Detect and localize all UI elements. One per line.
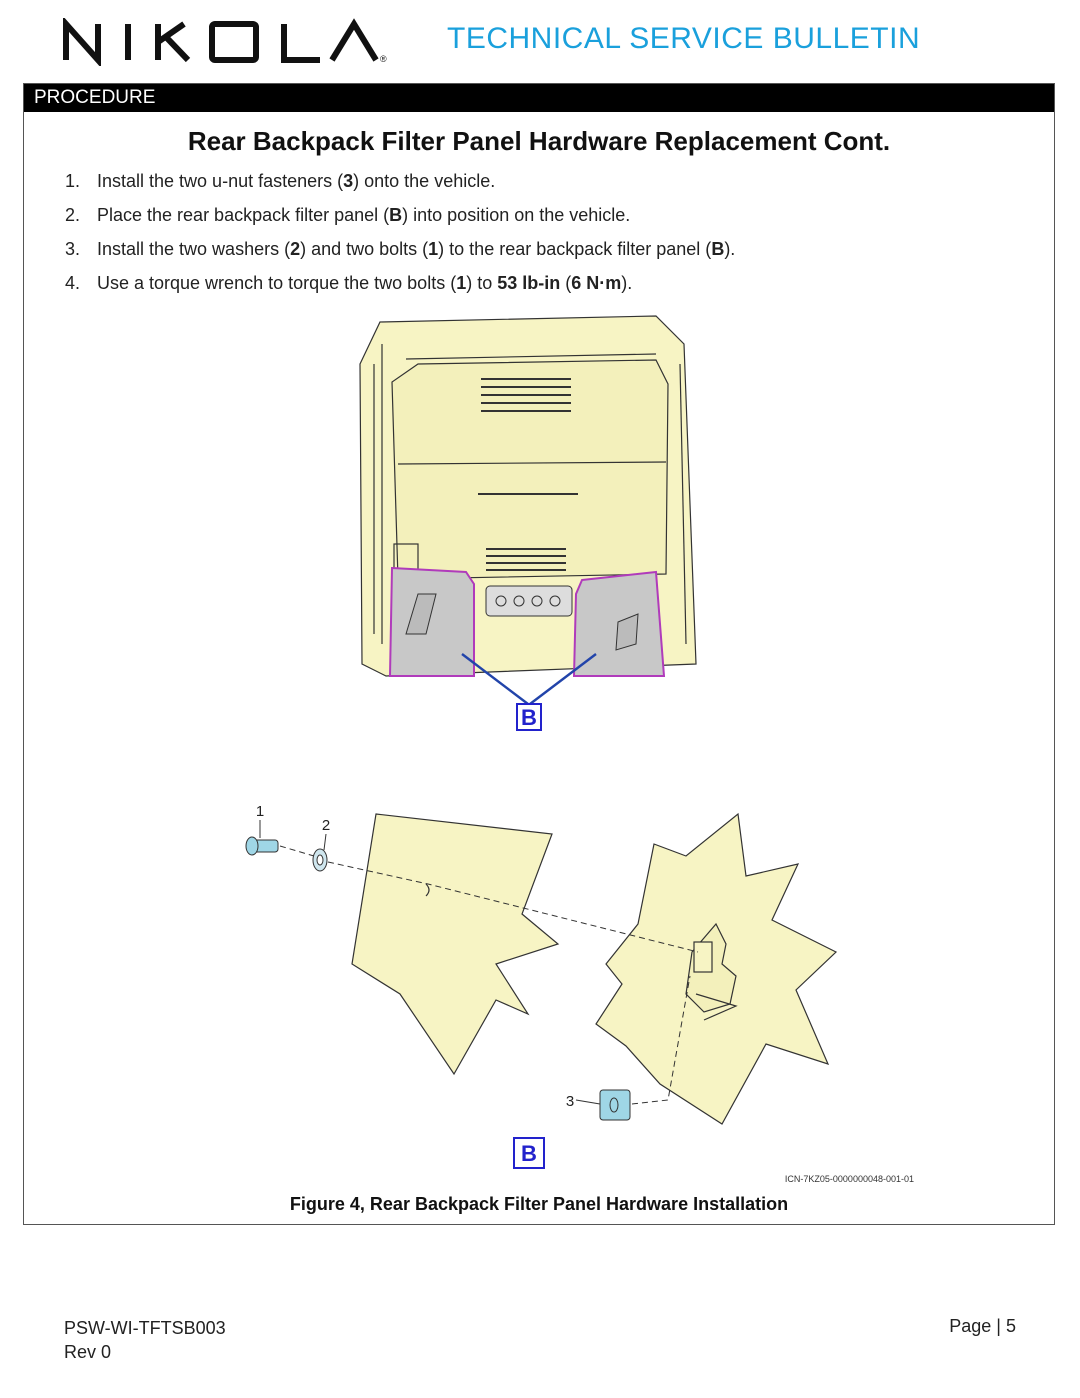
- icn-number: ICN-7KZ05-0000000048-001-01: [785, 1174, 914, 1184]
- svg-text:®: ®: [380, 54, 387, 64]
- footer-doc-info: PSW-WI-TFTSB003 Rev 0: [64, 1316, 226, 1364]
- panel-exploded-left: [351, 813, 560, 1076]
- callout-b-box-bottom: [513, 1137, 545, 1169]
- step-number: 4.: [65, 273, 81, 293]
- installation-paths: [279, 845, 699, 1105]
- page-number: Page | 5: [949, 1316, 1016, 1336]
- page-title: Rear Backpack Filter Panel Hardware Repl…: [187, 126, 891, 156]
- procedure-frame: PROCEDURE Rear Backpack Filter Panel Har…: [23, 83, 1055, 1225]
- callout-b-top: B: [521, 705, 537, 730]
- step-text: Install the two washers (2) and two bolt…: [97, 239, 736, 259]
- step-text: Use a torque wrench to torque the two bo…: [97, 273, 633, 293]
- revision: Rev 0: [64, 1342, 112, 1362]
- header: ® TECHNICAL SERVICE BULLETIN: [0, 0, 1080, 82]
- step-text: Install the two u-nut fasteners (3) onto…: [97, 171, 496, 191]
- bulletin-title: TECHNICAL SERVICE BULLETIN: [447, 22, 921, 55]
- callout-1: 1: [256, 803, 264, 820]
- doc-id: PSW-WI-TFTSB003: [64, 1318, 226, 1338]
- step-number: 2.: [65, 205, 81, 225]
- step-number: 1.: [65, 171, 81, 191]
- panel-exploded-right: [595, 812, 838, 1125]
- center-components: [405, 585, 639, 651]
- bolt-1: [245, 836, 279, 856]
- washer-2: [312, 848, 328, 872]
- leader-lines: [461, 653, 597, 705]
- unut-3: [599, 1089, 631, 1121]
- hardware-illustration: B: [245, 315, 914, 1184]
- callout-2: 2: [322, 817, 330, 834]
- section-label: PROCEDURE: [24, 84, 1054, 112]
- figure-caption: Figure 4, Rear Backpack Filter Panel Har…: [289, 1194, 789, 1214]
- step-number: 3.: [65, 239, 81, 259]
- callout-b-bottom: B: [521, 1141, 537, 1166]
- step-text: Place the rear backpack filter panel (B)…: [97, 205, 631, 225]
- callout-b-box-top: [516, 703, 542, 731]
- nikola-logo: ®: [63, 18, 387, 66]
- callout-3: 3: [566, 1093, 574, 1110]
